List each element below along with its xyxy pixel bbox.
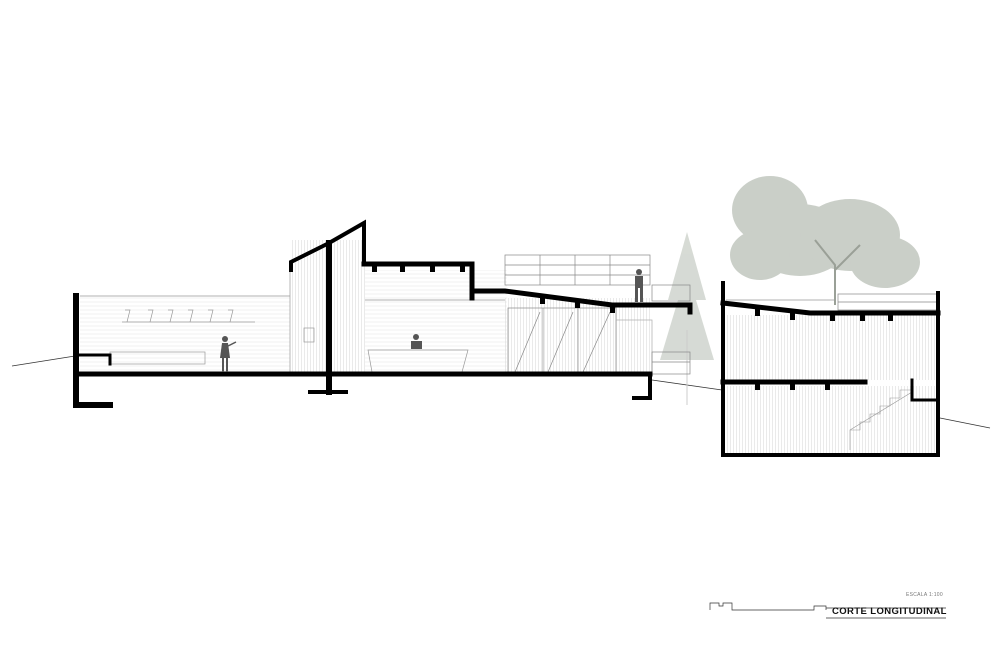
glazing — [507, 307, 653, 373]
drawing-title: CORTE LONGITUDINAL — [832, 606, 947, 617]
figure-woman — [220, 336, 237, 372]
railing — [504, 254, 939, 375]
title-block — [709, 602, 946, 619]
structure-cut — [73, 219, 941, 457]
display-shelf — [122, 309, 255, 323]
wall-hatching — [80, 240, 938, 454]
tree-large — [730, 176, 920, 288]
roof-beams — [372, 264, 893, 390]
figure-terrace — [635, 269, 643, 302]
tree-pine — [660, 232, 714, 360]
figure-seated — [411, 334, 422, 349]
scale-note: ESCALA 1:100 — [906, 592, 943, 598]
tree-trunk — [814, 239, 861, 305]
stair — [849, 389, 913, 450]
